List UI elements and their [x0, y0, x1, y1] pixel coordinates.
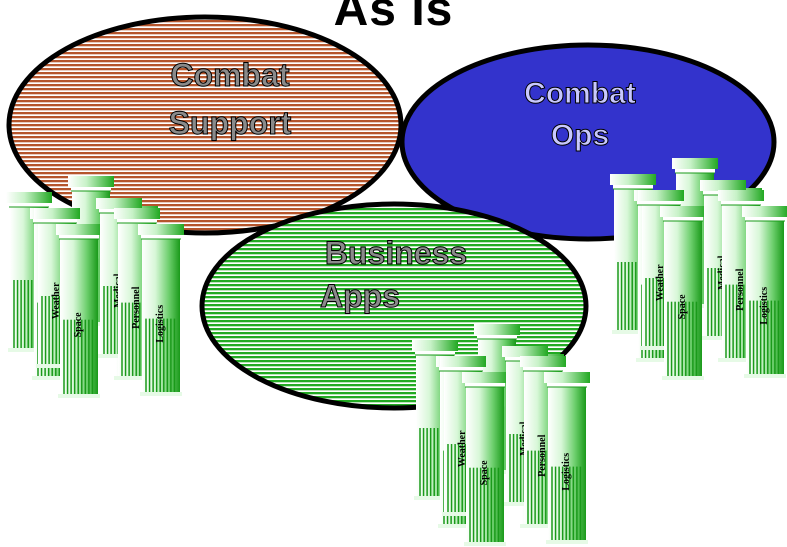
- ellipse-label-business-apps-line1: Business: [325, 235, 467, 271]
- pillar-label-personnel: Personnel: [735, 268, 746, 310]
- pillar-group-left: WeatherSpaceMedicalPersonnelLogistics: [6, 176, 184, 398]
- pillar-group-center: WeatherSpaceMedicalPersonnelLogistics: [412, 324, 590, 546]
- pillar-label-logistics: Logistics: [561, 453, 572, 491]
- ellipse-label-combat-support-line1: Combat: [170, 57, 289, 93]
- pillar-space: Space: [660, 206, 706, 380]
- pillar-label-space: Space: [677, 294, 688, 320]
- pillar-logistics: Logistics: [742, 206, 787, 378]
- pillar-label-weather: Weather: [51, 282, 62, 319]
- ellipse-label-combat-support-line2: Support: [169, 105, 292, 141]
- page-title: As Is: [333, 0, 454, 36]
- ellipse-label-combat-ops-line2: Ops: [551, 119, 609, 152]
- pillar-space: Space: [56, 224, 102, 398]
- ellipse-label-business-apps-line2: Apps: [320, 278, 400, 314]
- pillar-label-personnel: Personnel: [131, 286, 142, 328]
- pillar-logistics: Logistics: [138, 224, 184, 396]
- pillar-space: Space: [462, 372, 508, 546]
- pillar-label-weather: Weather: [655, 264, 666, 301]
- ellipse-label-combat-ops-line1: Combat: [524, 77, 636, 110]
- pillar-logistics: Logistics: [544, 372, 590, 544]
- pillar-label-weather: Weather: [457, 430, 468, 467]
- pillar-group-right: WeatherSpaceMedicalPersonnelLogistics: [610, 158, 787, 380]
- pillar-label-space: Space: [479, 460, 490, 486]
- pillar-label-logistics: Logistics: [155, 305, 166, 343]
- pillar-label-space: Space: [73, 312, 84, 338]
- pillar-label-logistics: Logistics: [759, 287, 770, 325]
- pillar-label-personnel: Personnel: [537, 434, 548, 476]
